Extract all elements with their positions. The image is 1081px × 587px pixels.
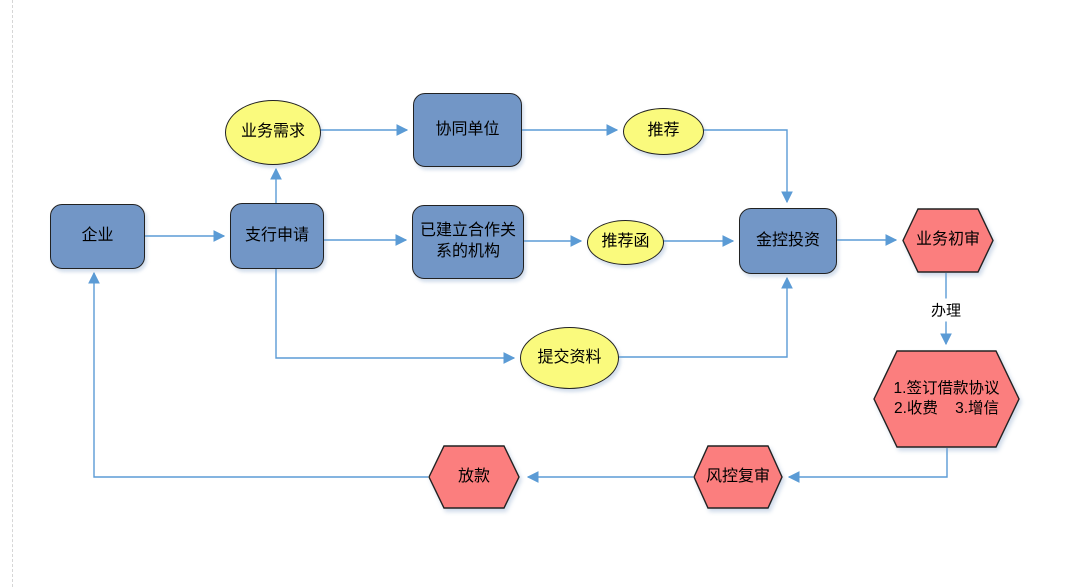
node-risk-control-review: 风控复审 [693, 445, 783, 509]
node-recommend-label: 推荐 [647, 122, 680, 140]
node-loan-disbursement: 放款 [428, 445, 520, 509]
node-jinkong-investment: 金控投资 [739, 208, 837, 274]
node-sign-agreement: 1.签订借款协议 2.收费 3.增信 [873, 350, 1020, 448]
hexagon-shape [902, 208, 994, 273]
node-enterprise: 企业 [50, 204, 145, 269]
node-submit-materials-label: 提交资料 [537, 348, 602, 366]
node-submit-materials: 提交资料 [520, 327, 619, 389]
node-business-demand-label: 业务需求 [240, 123, 305, 141]
edge-signagreement-riskreview [787, 448, 948, 483]
node-sign-agreement-label: 1.签订借款协议 2.收费 3.增信 [894, 379, 1000, 419]
node-business-demand: 业务需求 [225, 100, 321, 165]
edge-label-banli: 办理 [927, 298, 965, 322]
node-enterprise-label: 企业 [81, 227, 114, 245]
hexagon-shape [428, 445, 520, 509]
node-recommend: 推荐 [623, 108, 704, 155]
node-loan-disbursement-label: 放款 [457, 467, 490, 485]
node-jinkong-investment-label: 金控投资 [755, 231, 820, 249]
sign-agreement-line2: 2.收费 3.增信 [893, 400, 1000, 417]
node-recommendation-letter: 推荐函 [587, 220, 664, 265]
edge-loan-enterprise [88, 271, 428, 478]
hexagon-shape [693, 445, 783, 509]
node-branch-application-label: 支行申请 [244, 226, 309, 244]
node-business-initial-review-label: 业务初审 [915, 231, 980, 249]
hexagon-shape [873, 350, 1020, 448]
edge-recommend-jinkong [702, 129, 793, 204]
node-branch-application: 支行申请 [230, 203, 324, 269]
node-recommendation-letter-label: 推荐函 [601, 233, 650, 251]
node-collaborating-unit: 协同单位 [413, 93, 522, 167]
node-established-partner: 已建立合作关系的机构 [412, 205, 524, 279]
node-business-initial-review: 业务初审 [902, 208, 994, 273]
node-risk-control-review-label: 风控复审 [705, 467, 770, 485]
edge-submitmaterials-jinkong [617, 276, 793, 358]
page-margin-guide [12, 0, 13, 587]
node-collaborating-unit-label: 协同单位 [435, 120, 500, 138]
node-established-partner-label: 已建立合作关系的机构 [419, 222, 516, 260]
edge-branch-submitmaterials [275, 267, 516, 364]
sign-agreement-line1: 1.签订借款协议 [893, 379, 1000, 397]
